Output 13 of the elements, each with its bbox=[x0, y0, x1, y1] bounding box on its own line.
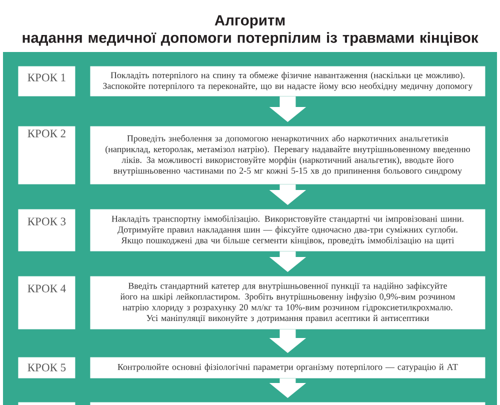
step-box: КРОК 4 bbox=[18, 276, 76, 330]
instruction-box: Проведіть знеболення за допомогою ненаркотичних або наркотичних анальгетиків (наприклад, кеторолак, метамізол натрію). Перевагу надавайте внутрішньовенному введенню ліків. За можливості використовуйте морфін (наркотичний анальгетик), вводьте його внутрішньовенно частинами по 2-5 мг кожні 5-15 хв до припинення больового синдрому bbox=[90, 126, 486, 184]
step-box: КРОК 1 bbox=[18, 66, 76, 96]
title: Алгоритм надання медичної допомоги потерпілим із травмами кінцівок bbox=[22, 15, 478, 46]
instruction-box: Контролюйте основні фізіологічні параметри організму потерпілого — сатурацію й АТ bbox=[90, 357, 486, 378]
step-box: КРОК 3 bbox=[18, 209, 76, 252]
instruction-box: Накладіть транспортну іммобілізацію. Використовуйте стандартні чи імпровізовані шини. Дотримуйте правил накладання шин — фіксуйте одночасно два-три суміжних суглоби. Якщо пошкоджені два чи більше сегменти кінцівок, проведіть іммобілізацію на щиті bbox=[90, 209, 486, 252]
instruction-box: Введіть стандартний катетер для внутрішньовенної пункції та надійно зафіксуйте його на шкірі лейкопластиром. Зробіть внутрішньовенну інфузію 0,9%-вим розчином натрію хлориду з розрахунку 20 мл/кг та 10%-вим розчином гідроксиетилкрохмалю. Усі маніпуляції виконуйте з дотримання правил асептики й антисептики bbox=[90, 276, 486, 330]
step-box: КРОК 5 bbox=[18, 357, 76, 378]
instruction-box bbox=[90, 402, 486, 405]
step-box: КРОК 2 bbox=[18, 126, 76, 184]
step-box bbox=[18, 402, 76, 405]
instruction-box: Покладіть потерпілого на спину та обмеже фізичне навантаження (наскільки це можливо). Заспокойте потерпілого та переконайте, що ви надасте йому всю необхідну медичну допомогу bbox=[90, 66, 486, 96]
